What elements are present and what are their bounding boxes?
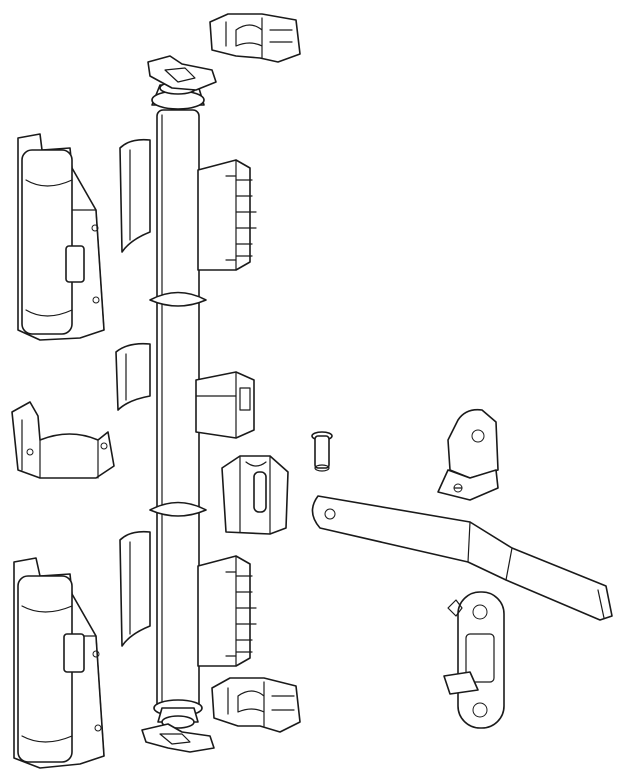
top-end-cap bbox=[147, 55, 217, 110]
angle-bracket bbox=[437, 408, 499, 501]
lower-curved-bracket bbox=[119, 530, 151, 647]
upper-curved-bracket bbox=[119, 138, 151, 253]
upper-toothed-guide bbox=[197, 159, 257, 271]
lever-handle bbox=[311, 495, 613, 621]
middle-curved-bracket bbox=[115, 342, 151, 411]
striker-plate bbox=[443, 591, 505, 729]
middle-guide bbox=[195, 371, 255, 439]
top-locking-clip bbox=[209, 13, 301, 63]
lower-hinge bbox=[13, 557, 105, 769]
upper-hinge bbox=[17, 133, 105, 341]
lower-toothed-guide bbox=[197, 555, 257, 667]
bottom-locking-clip bbox=[211, 677, 301, 733]
pin bbox=[311, 431, 333, 472]
bottom-end-cap bbox=[141, 699, 215, 753]
slotted-bracket bbox=[221, 455, 289, 535]
omega-clip bbox=[11, 401, 115, 479]
